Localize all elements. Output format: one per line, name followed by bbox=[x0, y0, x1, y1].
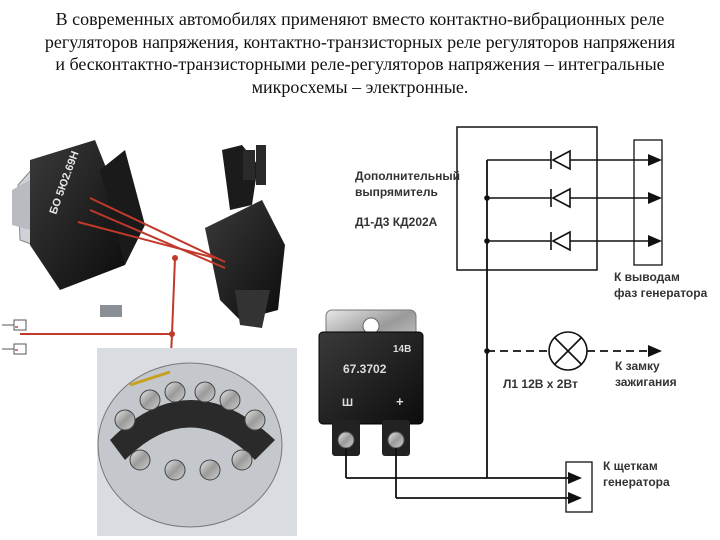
lamp-icon bbox=[548, 331, 588, 371]
ignition-arrow bbox=[648, 345, 662, 357]
brush-wires bbox=[345, 448, 580, 499]
photo-wire-junctions bbox=[169, 255, 178, 337]
ignition-label-line-1: К замку bbox=[615, 359, 660, 373]
photo-brush-holder bbox=[205, 145, 285, 328]
photo-connectors bbox=[2, 319, 27, 355]
regulator-chip: 14В 67.3702 Ш + bbox=[318, 309, 424, 456]
phase-label-line-2: фаз генератора bbox=[614, 286, 708, 300]
chip-terminal-right: + bbox=[396, 394, 404, 409]
diodes bbox=[487, 149, 660, 252]
slide-heading: В современных автомобилях применяют вмес… bbox=[0, 8, 720, 98]
lamp-label: Л1 12В х 2Вт bbox=[503, 377, 578, 391]
heading-line-1: В современных автомобилях применяют вмес… bbox=[55, 9, 665, 29]
chip-terminal-left: Ш bbox=[342, 397, 353, 409]
ignition-label-line-2: зажигания bbox=[615, 375, 677, 389]
brush-arrows bbox=[568, 472, 582, 504]
heading-line-2: регуляторов напряжения, контактно-транзи… bbox=[44, 31, 676, 52]
brush-terminal-block bbox=[565, 461, 593, 513]
brush-label-line-2: генератора bbox=[603, 475, 670, 489]
heading-line-3: и бесконтактно-транзисторными реле-регул… bbox=[55, 54, 665, 74]
photo-red-wires bbox=[20, 197, 226, 381]
chip-model: 67.3702 bbox=[343, 362, 387, 376]
rectifier-label-line-1: Дополнительный bbox=[355, 169, 460, 183]
photo-rectifier-bridge bbox=[97, 348, 297, 536]
heading-line-4: микросхемы – электронные. bbox=[251, 76, 469, 97]
rectifier-label-line-2: выпрямитель bbox=[355, 185, 438, 199]
photo-dashed-leads bbox=[12, 326, 18, 351]
phase-terminal-block bbox=[633, 139, 663, 266]
phase-label-line-1: К выводам bbox=[614, 270, 680, 284]
photo-regulator-module: БО 5Ю2.69Н bbox=[12, 140, 145, 317]
phase-arrows bbox=[648, 154, 662, 247]
chip-voltage: 14В bbox=[393, 344, 411, 355]
diode-label: Д1-Д3 КД202А bbox=[355, 215, 438, 229]
brush-label-line-1: К щеткам bbox=[603, 459, 658, 473]
